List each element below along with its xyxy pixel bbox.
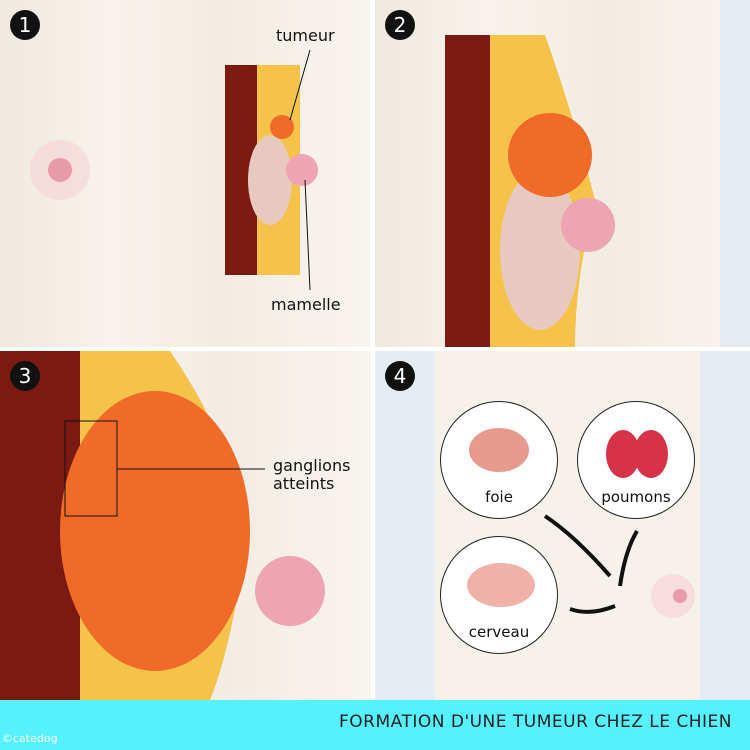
illustration-tumor-spread [0, 351, 325, 700]
step-number: 4 [385, 361, 415, 391]
liver-icon [469, 428, 529, 472]
panel-4: 4 foie poumons cerveau [375, 351, 750, 700]
banner-title: FORMATION D'UNE TUMEUR CHEZ LE CHIEN [339, 712, 732, 732]
label-tumor: tumeur [276, 26, 335, 45]
illustration-cross-section-medium [445, 0, 750, 347]
illustration-cross-section-small [30, 49, 318, 291]
step-number: 3 [10, 361, 40, 391]
organ-brain: cerveau [440, 536, 558, 654]
panel-1: 1 tumeur mamelle [0, 0, 371, 347]
step-number: 2 [385, 10, 415, 40]
title-banner: FORMATION D'UNE TUMEUR CHEZ LE CHIEN ©ca… [0, 700, 750, 750]
panel-3: 3 ganglions atteints [0, 351, 371, 700]
brain-icon [467, 563, 535, 607]
organ-lungs: poumons [577, 401, 695, 519]
step-number: 1 [10, 10, 40, 40]
label-lymph-nodes: ganglions atteints [273, 456, 351, 493]
label-nipple: mamelle [271, 295, 341, 314]
organ-liver: foie [440, 401, 558, 519]
lungs-icon [606, 430, 668, 478]
credit: ©catedog [2, 732, 58, 745]
panel-2: 2 [375, 0, 750, 347]
